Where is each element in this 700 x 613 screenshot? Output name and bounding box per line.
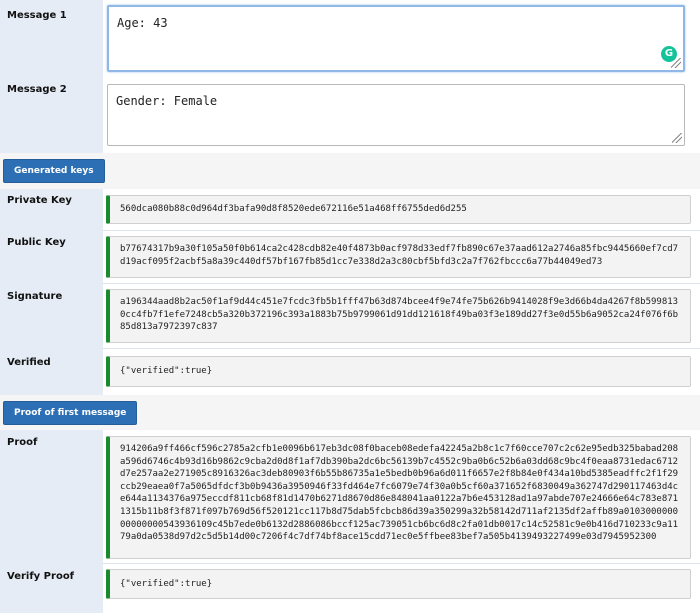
proof-label: Proof [7,437,38,448]
resize-handle-icon[interactable] [671,58,681,68]
public-key-row: Public Key b77674317b9a30f105a50f0b614ca… [0,230,700,283]
message2-label: Message 2 [7,84,67,95]
divider [0,283,700,284]
private-key-row: Private Key 560dca080b88c0d964df3bafa90d… [0,189,700,230]
proof-row: Proof 914206a9ff466cf596c2785a2cfb1e0096… [0,430,700,563]
message1-row: Message 1 Age: 43 G [0,0,700,81]
divider [0,563,700,564]
verified-output: {"verified":true} [106,356,691,387]
verify-proof-label: Verify Proof [7,571,75,582]
signature-output: a196344aad8b2ac50f1af9d44c451e7fcdc3fb5b… [106,289,691,343]
label-column [0,348,103,395]
label-column [0,81,103,153]
proof-of-first-message-button[interactable]: Proof of first message [3,401,138,425]
label-column [0,0,103,81]
message1-label: Message 1 [7,10,67,21]
signature-row: Signature a196344aad8b2ac50f1af9d44c451e… [0,283,700,348]
divider [0,230,700,231]
private-key-output: 560dca080b88c0d964df3bafa90d8f8520ede672… [106,195,691,224]
message2-textarea[interactable]: Gender: Female [107,84,685,146]
generated-keys-band [0,153,700,189]
label-column [0,189,103,230]
divider [0,348,700,349]
message1-textarea[interactable]: Age: 43 G [107,5,685,72]
label-column [0,430,103,563]
verify-proof-row: Verify Proof {"verified":true} [0,563,700,613]
proof-output: 914206a9ff466cf596c2785a2cfb1e0096b617eb… [106,436,691,559]
label-column [0,563,103,613]
verify-proof-output: {"verified":true} [106,569,691,599]
message2-row: Message 2 Gender: Female [0,81,700,153]
verified-label: Verified [7,357,51,368]
public-key-output: b77674317b9a30f105a50f0b614ca2c428cdb82e… [106,236,691,278]
resize-handle-icon[interactable] [672,133,682,143]
verified-row: Verified {"verified":true} [0,348,700,395]
public-key-label: Public Key [7,237,66,248]
signature-label: Signature [7,291,63,302]
private-key-label: Private Key [7,195,72,206]
generated-keys-button[interactable]: Generated keys [3,159,105,183]
message2-text: Gender: Female [116,94,218,108]
message1-text: Age: 43 [117,16,168,30]
label-column [0,283,103,348]
label-column [0,230,103,283]
